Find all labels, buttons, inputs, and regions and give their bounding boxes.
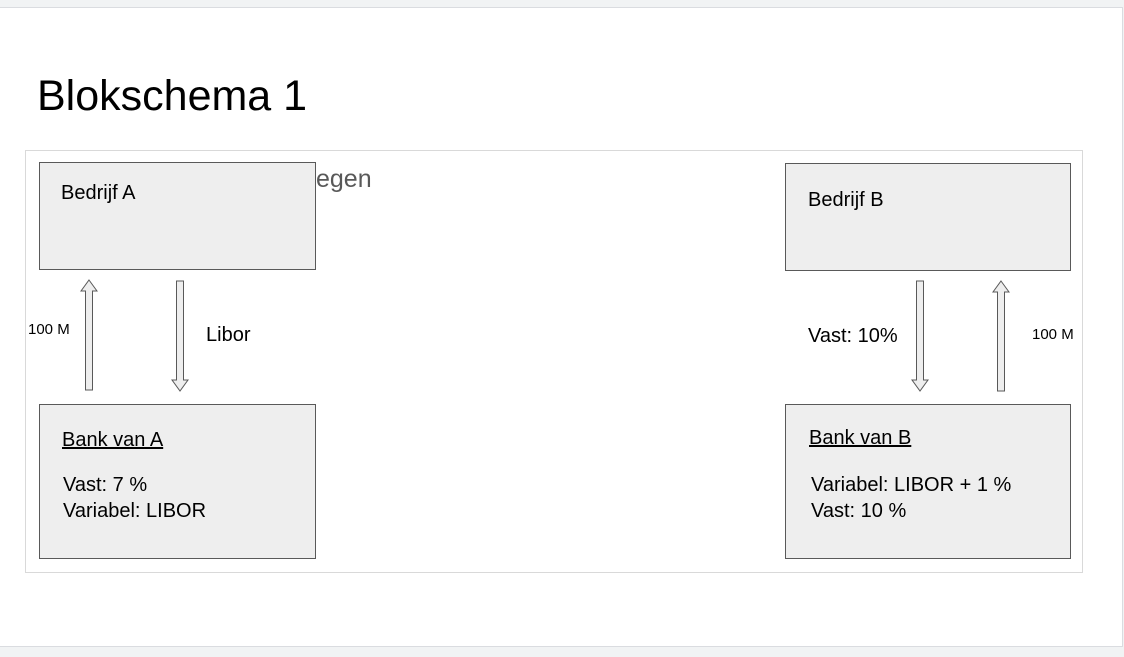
flow-right-down-label[interactable]: Vast: 10%	[808, 325, 898, 347]
placeholder-text: egen	[316, 165, 372, 193]
bank-a-heading: Bank van A	[62, 429, 164, 451]
bank-b-box[interactable]: Bank van B Variabel: LIBOR + 1 % Vast: 1…	[785, 404, 1071, 559]
bedrijf-b-label: Bedrijf B	[808, 189, 884, 211]
bank-b-rate-fixed: Vast: 10 %	[811, 500, 907, 522]
bedrijf-a-label: Bedrijf A	[61, 182, 136, 204]
flow-left-up-label[interactable]: 100 M	[28, 321, 70, 338]
arrow-up-right[interactable]	[992, 280, 1010, 393]
bank-a-rate-fixed: Vast: 7 %	[63, 474, 148, 496]
bank-a-rates: Vast: 7 % Variabel: LIBOR	[63, 472, 206, 524]
bedrijf-b-box[interactable]: Bedrijf B	[785, 163, 1071, 271]
arrow-down-right[interactable]	[911, 280, 929, 393]
bank-a-box[interactable]: Bank van A Vast: 7 % Variabel: LIBOR	[39, 404, 316, 559]
bank-b-heading: Bank van B	[809, 427, 912, 449]
content-placeholder[interactable]	[25, 150, 1083, 573]
bank-b-rates: Variabel: LIBOR + 1 % Vast: 10 %	[811, 472, 1011, 524]
slide-title[interactable]: Blokschema 1	[37, 72, 308, 120]
arrow-up-left[interactable]	[80, 279, 98, 392]
bank-a-rate-variable: Variabel: LIBOR	[63, 500, 207, 522]
arrow-down-left[interactable]	[171, 280, 189, 393]
bedrijf-a-box[interactable]: Bedrijf A	[39, 162, 316, 270]
flow-right-up-label[interactable]: 100 M	[1032, 326, 1074, 343]
flow-left-down-label[interactable]: Libor	[206, 324, 251, 346]
bank-b-rate-variable: Variabel: LIBOR + 1 %	[811, 474, 1012, 496]
